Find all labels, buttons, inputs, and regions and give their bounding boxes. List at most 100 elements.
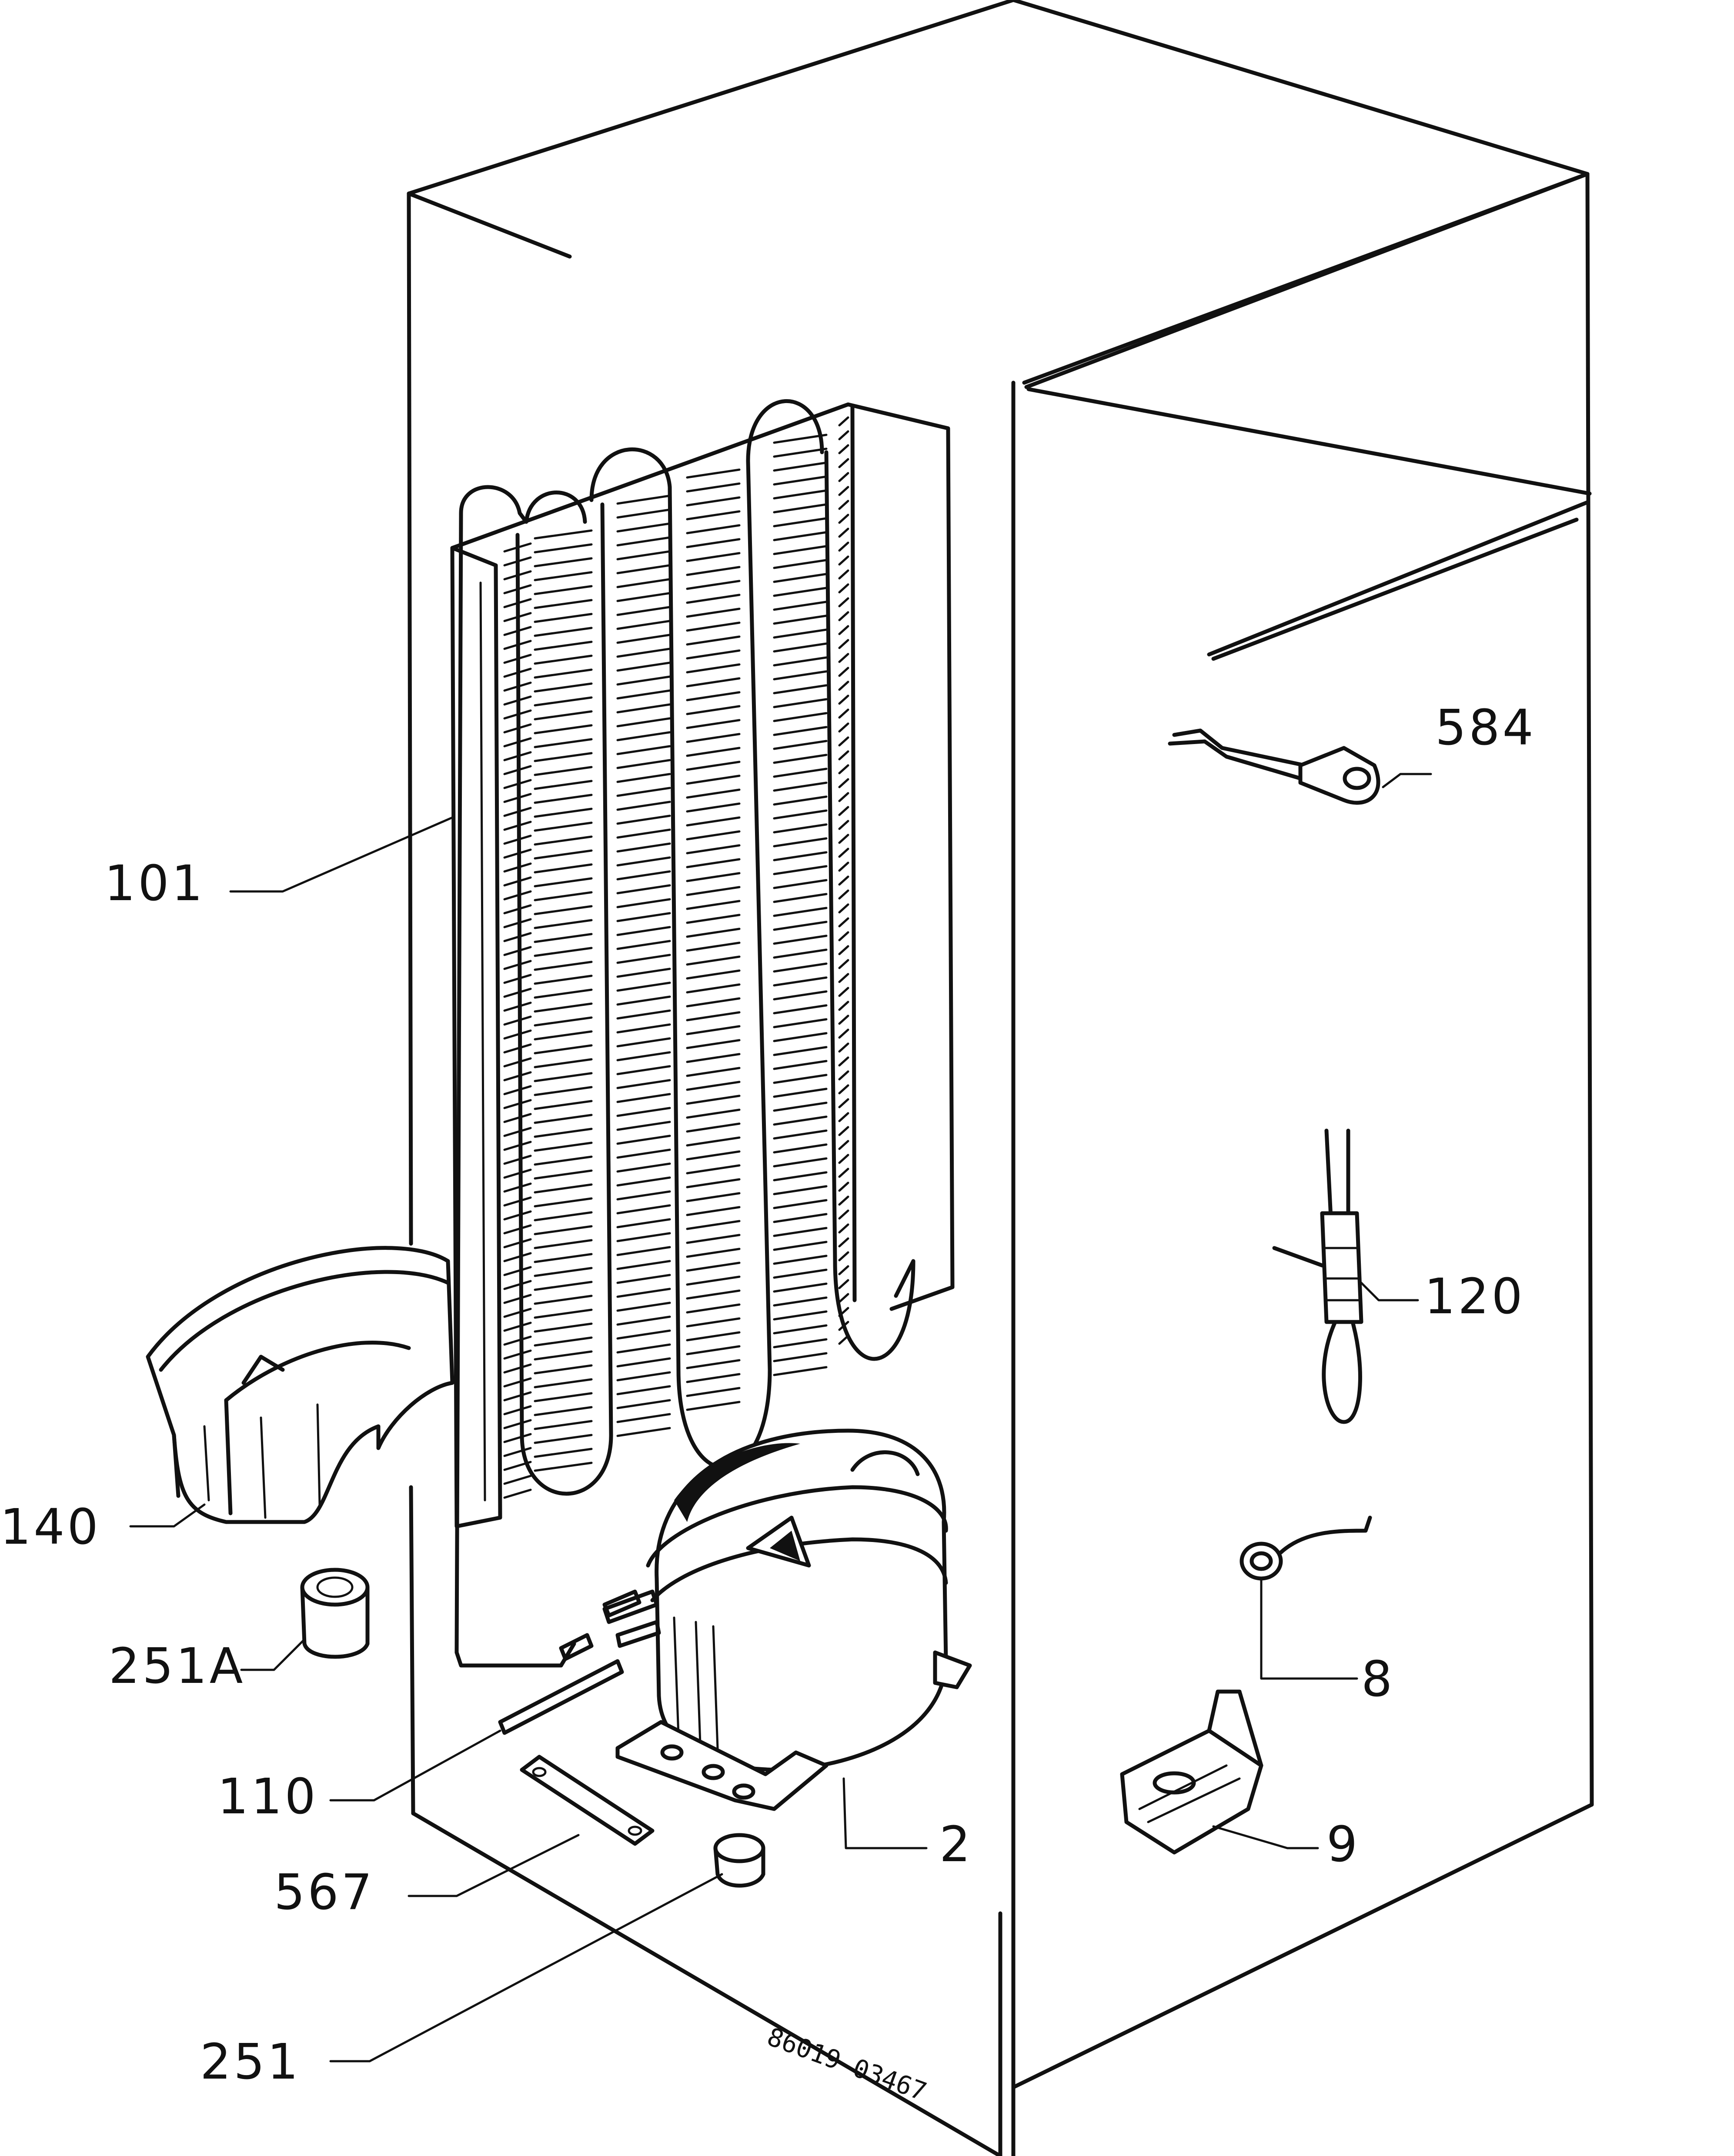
fin-line (616, 1218, 671, 1228)
fin-line (838, 917, 849, 928)
fin-line (503, 1475, 532, 1485)
fin-line (616, 968, 671, 978)
fin-line (534, 1141, 593, 1152)
fin-line (773, 1338, 828, 1348)
part-label-2: 2 (939, 1816, 973, 1873)
fin-line (616, 592, 671, 602)
fin-line (503, 1238, 532, 1248)
drip-tray (146, 1246, 454, 1524)
fin-line (534, 696, 593, 707)
fin-line (838, 1070, 849, 1081)
fin-line (534, 1016, 593, 1027)
fin-line (616, 1274, 671, 1284)
fin-line (503, 1433, 532, 1443)
fin-line (686, 830, 741, 841)
fin-line (838, 555, 849, 566)
fin-line (534, 613, 593, 623)
fin-line (616, 1315, 671, 1326)
fin-line (686, 1067, 741, 1077)
fin-line (686, 1178, 741, 1188)
fin-line (838, 1140, 849, 1150)
fin-line (616, 1385, 671, 1395)
fin-line (773, 1101, 828, 1112)
fin-line (616, 912, 671, 922)
fin-line (773, 1032, 828, 1042)
fin-line (534, 1434, 593, 1444)
fin-line (686, 1359, 741, 1369)
fin-line (773, 1074, 828, 1084)
fin-line (616, 787, 671, 797)
fin-line (838, 611, 849, 621)
fin-line (686, 607, 741, 618)
fin-line (534, 1364, 593, 1375)
fin-line (616, 620, 671, 630)
condenser-coil (450, 399, 955, 1668)
fin-line (503, 1377, 532, 1388)
fin-line (773, 1310, 828, 1321)
fin-line (534, 1100, 593, 1110)
fin-line (534, 1002, 593, 1013)
fin-line (534, 529, 593, 540)
fin-line (686, 1345, 741, 1355)
fin-line (838, 750, 849, 761)
fin-line (773, 1352, 828, 1362)
fin-line (838, 1154, 849, 1164)
fin-line (534, 835, 593, 846)
fin-line (773, 1241, 828, 1251)
fin-line (773, 1157, 828, 1168)
fin-line (534, 919, 593, 929)
cable-grommet (1240, 1515, 1372, 1581)
fin-line (686, 1122, 741, 1133)
fin-line (616, 1329, 671, 1340)
fin-line (616, 536, 671, 547)
fin-line (773, 1018, 828, 1028)
fin-line (838, 1168, 849, 1178)
fin-line (616, 661, 671, 672)
fin-line (686, 858, 741, 868)
fin-line (534, 1267, 593, 1277)
fin-line (838, 1015, 849, 1025)
fin-line (534, 891, 593, 901)
fin-line (686, 1206, 741, 1216)
fin-line (686, 635, 741, 646)
fin-line (773, 781, 828, 792)
fin-line (773, 1213, 828, 1223)
fin-line (686, 1136, 741, 1147)
fin-line (838, 667, 849, 677)
fin-line (838, 444, 849, 454)
fin-line (838, 973, 849, 983)
fin-line (838, 1237, 849, 1248)
fin-line (686, 1095, 741, 1105)
fin-line (838, 639, 849, 649)
fin-line (686, 1164, 741, 1175)
fin-line (773, 768, 828, 778)
fin-line (686, 677, 741, 688)
fin-line (534, 1392, 593, 1402)
fin-line (838, 792, 849, 802)
fin-line (616, 1051, 671, 1061)
fin-line (534, 585, 593, 595)
fin-line (686, 1039, 741, 1049)
fin-line (686, 580, 741, 590)
fin-line (534, 738, 593, 748)
fin-line (773, 1227, 828, 1237)
fin-line (773, 712, 828, 722)
fin-line (773, 698, 828, 708)
fin-line (616, 578, 671, 588)
fin-line (616, 1399, 671, 1409)
fin-line (773, 740, 828, 750)
fin-line (616, 1009, 671, 1020)
fin-line (686, 1317, 741, 1328)
part-labels: 584 101 120 140 251A 8 110 2 9 567 251 (0, 700, 1536, 2090)
fin-line (616, 1148, 671, 1159)
fin-line (616, 675, 671, 686)
fin-line (534, 961, 593, 971)
fin-line (686, 1373, 741, 1383)
fin-line (616, 995, 671, 1006)
fin-line (534, 877, 593, 888)
part-label-584: 584 (1435, 700, 1536, 756)
fin-line (503, 1155, 532, 1165)
fin-line (838, 806, 849, 816)
fin-line (616, 1232, 671, 1242)
fin-line (838, 778, 849, 788)
